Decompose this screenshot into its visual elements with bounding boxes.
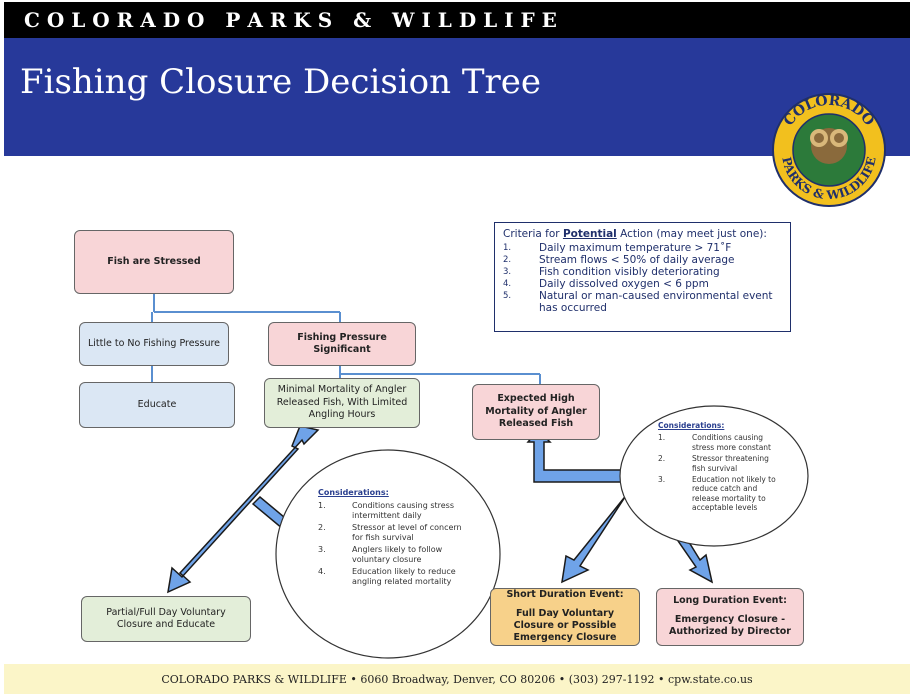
criteria-item: 5.Natural or man-caused environmental ev…: [503, 290, 773, 314]
consideration-item: 2.Stressor at level of concern for fish …: [318, 523, 462, 542]
criteria-item: 1.Daily maximum temperature > 71˚F: [503, 242, 732, 254]
node-fish-stressed: Fish are Stressed: [74, 230, 234, 294]
consideration-item: 3.Education not likely to reduce catch a…: [658, 474, 776, 512]
consideration-item: 1.Conditions causing stress intermittent…: [318, 501, 455, 520]
title-band: [4, 38, 910, 156]
considerations-left-heading: Considerations:: [318, 488, 389, 497]
consideration-item: 2.Stressor threatening fish survival: [658, 454, 769, 473]
considerations-left: Considerations: 1.Conditions causing str…: [318, 488, 468, 589]
short-duration-title: Short Duration Event:: [506, 589, 624, 601]
node-short-duration: Short Duration Event: Full Day Voluntary…: [490, 588, 640, 646]
node-significant-pressure: Fishing Pressure Significant: [268, 322, 416, 366]
consideration-item: 4.Education likely to reduce angling rel…: [318, 567, 456, 586]
consideration-item: 3.Anglers likely to follow voluntary clo…: [318, 545, 443, 564]
considerations-right: Considerations: 1.Conditions causing str…: [658, 421, 776, 514]
bighorn-sheep-icon: [811, 128, 847, 164]
arrow-down-short: [561, 468, 642, 584]
double-arrow-left: [167, 425, 320, 594]
node-minimal-mortality: Minimal Mortality of Angler Released Fis…: [264, 378, 420, 428]
node-little-pressure: Little to No Fishing Pressure: [79, 322, 229, 366]
page-title: Fishing Closure Decision Tree: [20, 62, 542, 102]
node-partial-closure: Partial/Full Day Voluntary Closure and E…: [81, 596, 251, 642]
criteria-box: Criteria for Potential Action (may meet …: [494, 222, 791, 332]
footer-contact: COLORADO PARKS & WILDLIFE • 6060 Broadwa…: [4, 664, 910, 694]
criteria-item: 4.Daily dissolved oxygen < 6 ppm: [503, 278, 709, 290]
considerations-left-circle: [275, 449, 501, 659]
node-educate: Educate: [79, 382, 235, 428]
short-duration-body: Full Day Voluntary Closure or Possible E…: [513, 607, 617, 644]
cpw-logo: COLORADO PARKS & WILDLIFE: [772, 93, 886, 207]
long-duration-title: Long Duration Event:: [673, 595, 787, 607]
organization-banner: C O L O R A D O P A R K S & W I L D L I …: [4, 2, 910, 38]
long-duration-body: Emergency Closure - Authorized by Direct…: [669, 613, 791, 638]
considerations-right-heading: Considerations:: [658, 421, 725, 430]
criteria-heading: Criteria for Potential Action (may meet …: [503, 228, 767, 240]
node-long-duration: Long Duration Event: Emergency Closure -…: [656, 588, 804, 646]
consideration-item: 1.Conditions causing stress more constan…: [658, 433, 771, 452]
considerations-right-circle: [619, 405, 809, 547]
node-high-mortality: Expected High Mortality of Angler Releas…: [472, 384, 600, 440]
criteria-item: 2.Stream flows < 50% of daily average: [503, 254, 735, 266]
criteria-item: 3.Fish condition visibly deteriorating: [503, 266, 720, 278]
